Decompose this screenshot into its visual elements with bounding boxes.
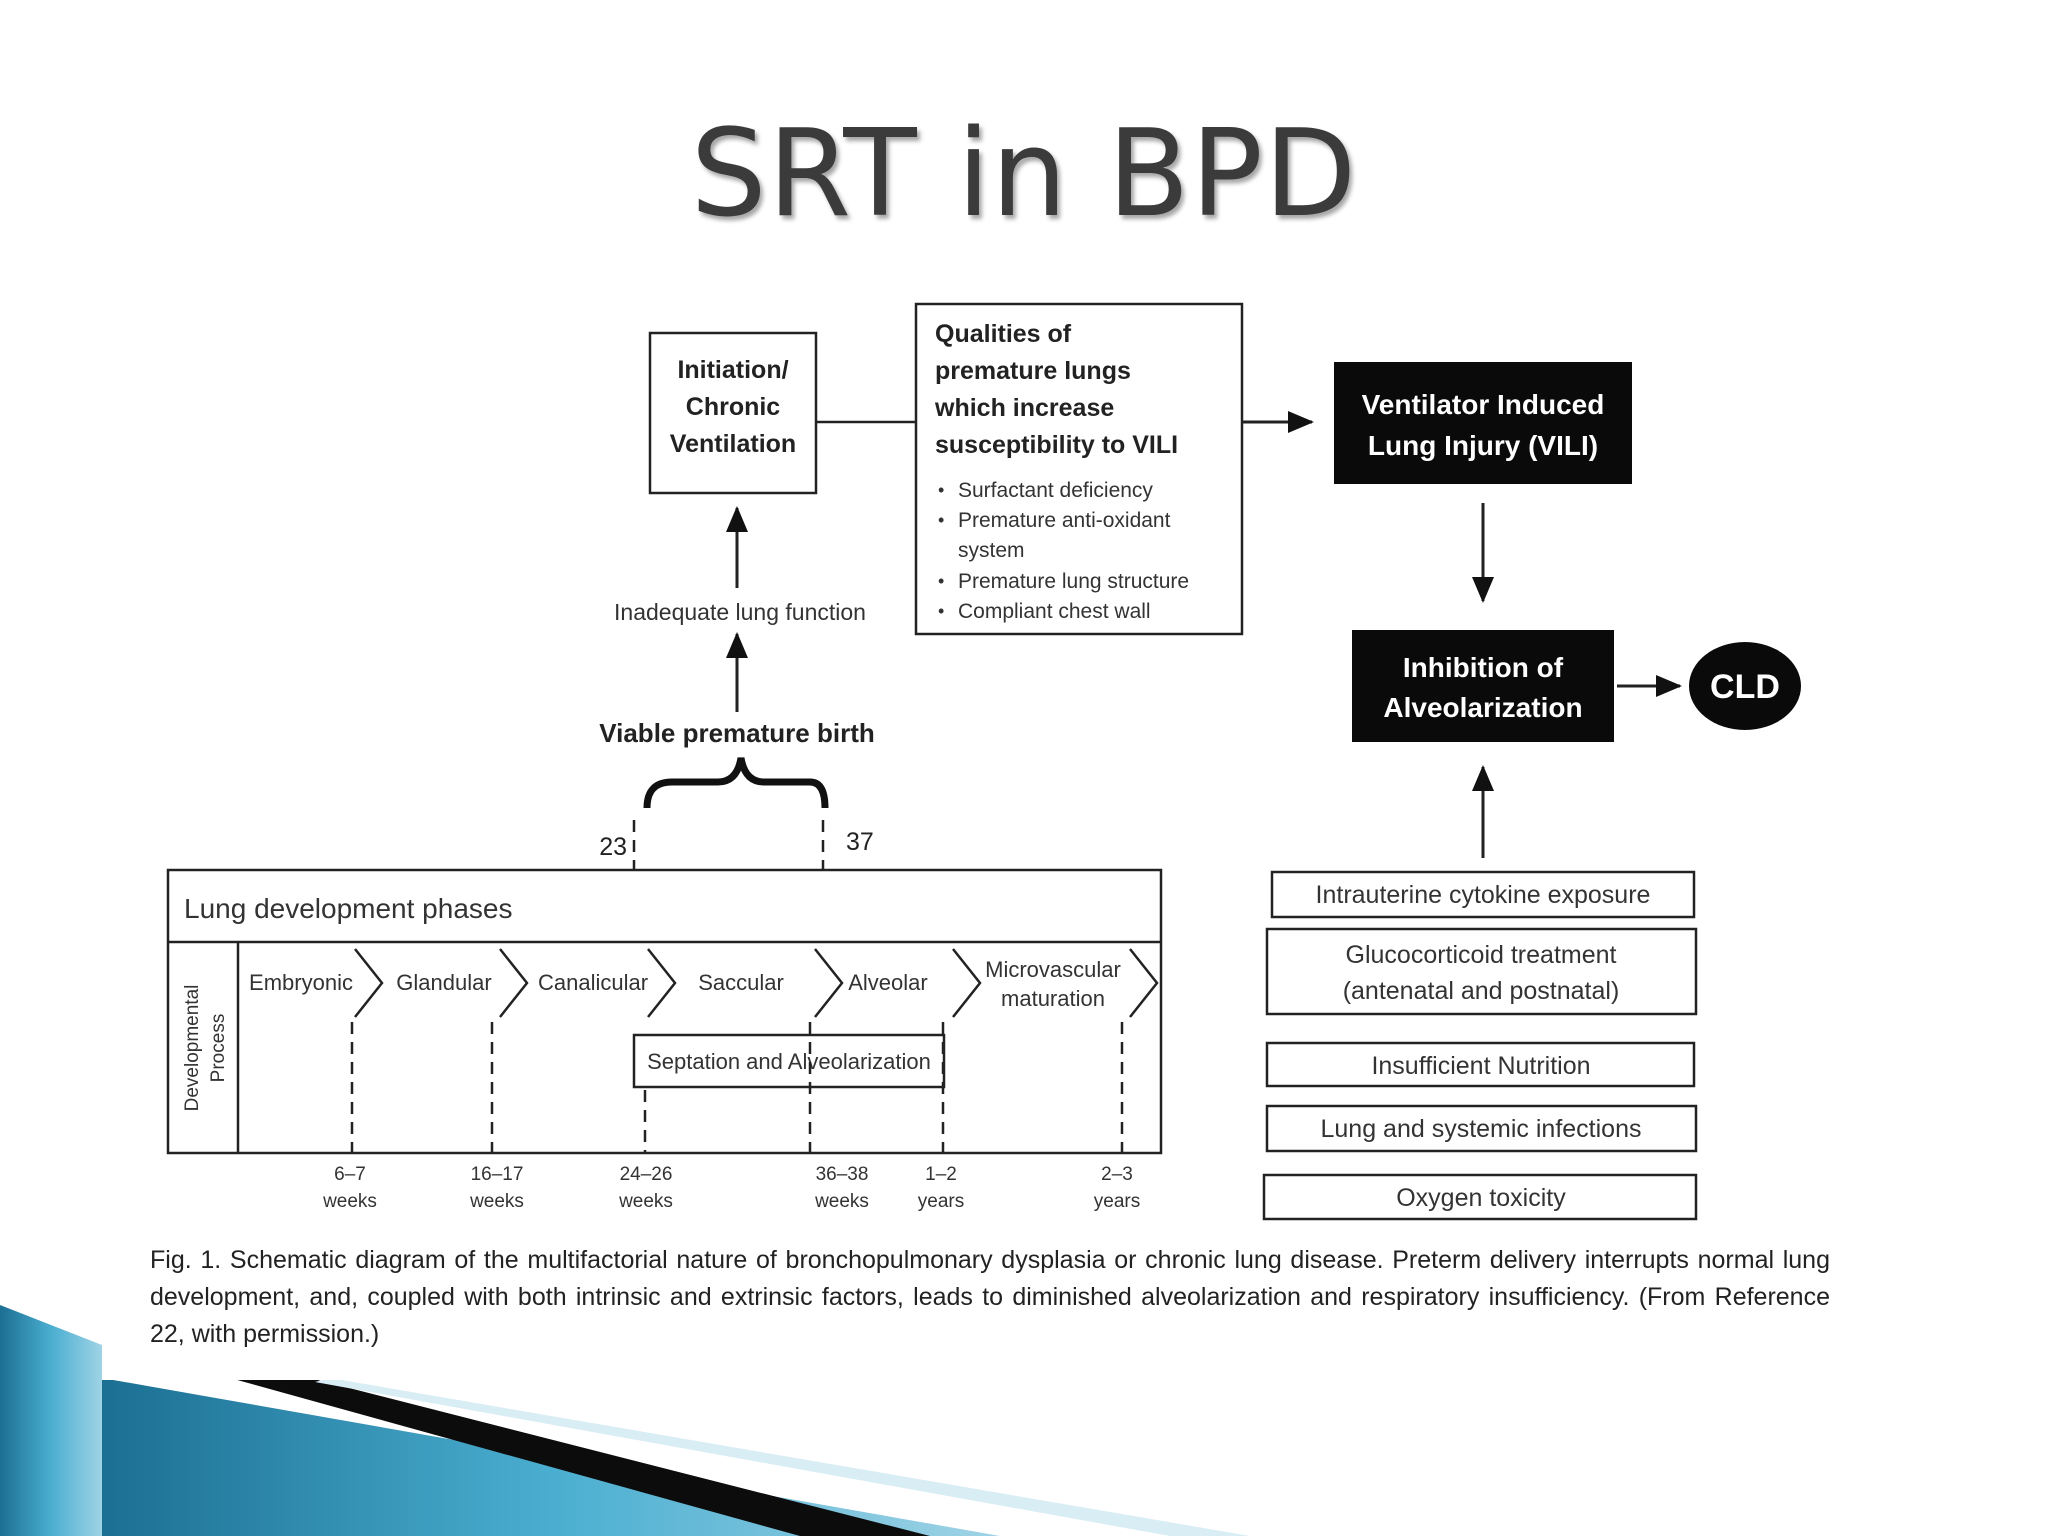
qualities-heading-2: premature lungs [935,357,1131,385]
septation-label: Septation and Alveolarization [647,1049,931,1074]
factor-oxygen: Oxygen toxicity [1396,1184,1566,1212]
initiation-line-3: Ventilation [670,430,796,458]
svg-text:•: • [938,571,944,591]
phase-glandular: Glandular [396,970,491,995]
timepoint-6b: years [1094,1191,1140,1212]
vili-line-2: Lung Injury (VILI) [1368,430,1598,461]
svg-text:•: • [938,601,944,621]
factor-boxes: Intrauterine cytokine exposure Glucocort… [1262,870,1698,1221]
phase-alveolar: Alveolar [848,970,927,995]
dark-swoosh [230,1378,930,1536]
timepoint-1a: 6–7 [334,1164,366,1185]
timepoint-5a: 1–2 [925,1164,957,1185]
process-label-1: Developmental [182,985,203,1112]
blue-swoosh [0,1305,102,1536]
timepoint-3b: weeks [618,1191,673,1212]
light-swoosh [315,1378,1250,1536]
qualities-heading-4: susceptibility to VILI [935,431,1178,459]
factor-nutrition: Insufficient Nutrition [1371,1052,1590,1080]
timepoint-1b: weeks [322,1191,377,1212]
vili-line-1: Ventilator Induced [1362,389,1605,420]
cld-ellipse: CLD [1689,642,1801,730]
slide-title: SRT in BPD [690,105,1358,244]
factor-gluco-1: Glucocorticoid treatment [1346,941,1617,969]
inhibition-line-2: Alveolarization [1383,692,1582,723]
initiation-box: Initiation/ Chronic Ventilation [648,331,818,495]
factor-cytokine: Intrauterine cytokine exposure [1316,881,1651,909]
curly-brace [643,757,829,809]
phases-title: Lung development phases [184,893,512,924]
timepoint-3a: 24–26 [620,1164,673,1185]
timepoint-4a: 36–38 [816,1164,869,1185]
initiation-line-2: Chronic [686,393,781,421]
vili-box: Ventilator Induced Lung Injury (VILI) [1334,362,1632,484]
inhibition-line-1: Inhibition of [1403,652,1564,683]
timepoint-2a: 16–17 [471,1164,524,1185]
week-37-label: 37 [846,828,874,856]
factor-gluco-2: (antenatal and postnatal) [1343,977,1620,1005]
timepoint-labels: 6–7 weeks 16–17 weeks 24–26 weeks 36–38 … [322,1164,1140,1212]
inhibition-box: Inhibition of Alveolarization [1352,630,1614,742]
cld-label: CLD [1710,668,1780,706]
figure-caption: Fig. 1. Schematic diagram of the multifa… [150,1246,1830,1348]
process-label-2: Process [208,1014,229,1083]
timepoint-6a: 2–3 [1101,1164,1133,1185]
timepoint-5b: years [918,1191,964,1212]
svg-text:•: • [938,480,944,500]
viable-premature-birth: Viable premature birth [599,718,875,748]
qualities-bullet-2b: system [958,539,1025,562]
qualities-bullet-2: Premature anti-oxidant [958,509,1171,532]
qualities-box: Qualities of premature lungs which incre… [914,302,1244,636]
phase-embryonic: Embryonic [249,970,353,995]
factor-infections: Lung and systemic infections [1320,1115,1641,1143]
phase-microvascular-2: maturation [1001,986,1105,1011]
phase-microvascular-1: Microvascular [985,957,1121,982]
phase-canalicular: Canalicular [538,970,648,995]
inadequate-lung-function: Inadequate lung function [614,599,866,625]
qualities-heading-1: Qualities of [935,320,1072,348]
timepoint-2b: weeks [469,1191,524,1212]
initiation-line-1: Initiation/ [677,356,788,384]
phase-saccular: Saccular [698,970,784,995]
svg-text:•: • [938,510,944,530]
qualities-bullet-3: Premature lung structure [958,570,1189,593]
lung-development-table: Lung development phases Developmental Pr… [166,868,1163,1155]
qualities-bullet-4: Compliant chest wall [958,600,1151,623]
qualities-bullet-1: Surfactant deficiency [958,479,1153,502]
week-23-label: 23 [599,833,627,861]
qualities-heading-3: which increase [934,394,1114,422]
timepoint-4b: weeks [814,1191,869,1212]
